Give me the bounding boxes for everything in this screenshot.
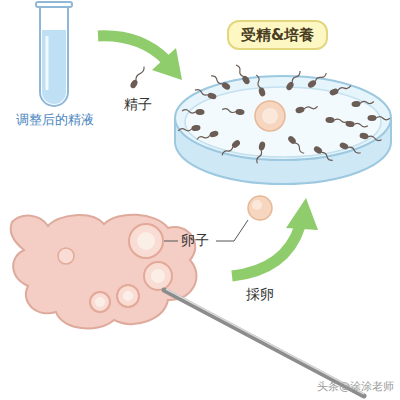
flow-arrow <box>232 198 318 276</box>
egg-label: 卵子 <box>181 232 209 249</box>
petri-dish <box>175 76 391 184</box>
egg <box>248 196 272 220</box>
sperm <box>194 87 217 100</box>
sperm <box>285 69 302 91</box>
sperm <box>287 135 307 156</box>
sperm <box>339 142 362 156</box>
box-text: 受精&培養 <box>241 26 314 44</box>
sperm <box>345 121 368 129</box>
leader-line <box>164 241 178 242</box>
ovary <box>11 215 197 329</box>
sperm <box>178 124 201 134</box>
sperm <box>359 132 382 143</box>
sperm <box>313 145 335 163</box>
sperm <box>182 108 205 115</box>
sperm <box>253 74 266 97</box>
sperm-group <box>178 63 390 164</box>
sperm <box>234 63 251 85</box>
sperm <box>295 104 318 114</box>
sperm <box>367 115 390 121</box>
sperm-label: 精子 <box>124 96 152 113</box>
sperm <box>329 83 352 97</box>
sperm <box>222 107 245 116</box>
sperm <box>325 117 348 124</box>
title-box: 受精&培養 <box>227 20 328 50</box>
sperm <box>220 139 241 158</box>
sperm <box>196 130 219 143</box>
test-tube <box>36 2 72 106</box>
leader-line <box>216 220 248 241</box>
watermark: 头条@涂涂老师 <box>317 380 394 393</box>
sperm-icon <box>129 65 146 89</box>
retrieval-label: 採卵 <box>246 286 274 303</box>
liquid-label: 调整后的精液 <box>16 112 94 128</box>
sperm <box>209 73 231 91</box>
sperm <box>254 141 266 164</box>
sperm <box>351 99 374 108</box>
needle <box>164 289 364 396</box>
sperm <box>307 71 329 89</box>
